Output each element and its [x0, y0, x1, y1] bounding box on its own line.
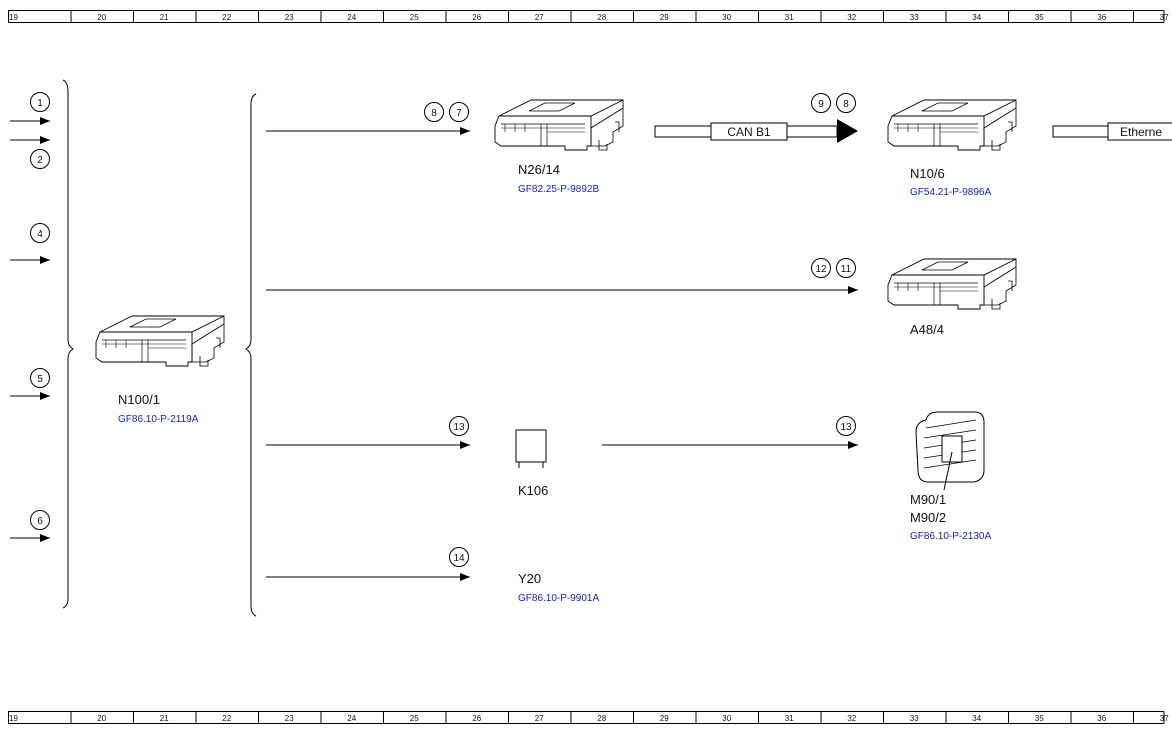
marker-14: 14 [449, 547, 469, 567]
input-arrows [10, 117, 50, 542]
ruler-bottom-label: 29 [660, 714, 669, 723]
ruler-bottom-label: 20 [97, 714, 106, 723]
svg-text:2: 2 [37, 155, 43, 166]
svg-text:12: 12 [815, 264, 827, 275]
marker-6: 6 [30, 510, 50, 530]
label-n10-6: N10/6 [910, 166, 945, 181]
ruler-bottom-label: 25 [410, 714, 419, 723]
label-k106: K106 [518, 483, 548, 498]
middle-brace [245, 93, 257, 617]
ecu-a48-4-icon [887, 258, 1017, 310]
ref-n100-1: GF86.10-P-2119A [118, 414, 199, 425]
ethernet-bus: Etherne [1052, 122, 1172, 141]
ruler-bottom-label: 36 [1097, 714, 1106, 723]
marker-11: 11 [836, 258, 856, 278]
marker-13a: 13 [449, 416, 469, 436]
label-m90-2: M90/2 [910, 510, 946, 525]
marker-8b: 8 [836, 93, 856, 113]
svg-text:8: 8 [843, 99, 849, 110]
svg-text:11: 11 [841, 264, 852, 275]
ref-n10-6: GF54.21-P-9896A [910, 187, 991, 198]
svg-text:6: 6 [37, 516, 43, 527]
ruler-top-label: 37 [1160, 13, 1169, 22]
marker-12: 12 [811, 258, 831, 278]
marker-7: 7 [449, 102, 469, 122]
label-m90-1: M90/1 [910, 492, 946, 507]
ruler-bottom-label: 23 [285, 714, 294, 723]
marker-2: 2 [30, 149, 50, 169]
ruler-top-label: 28 [597, 13, 606, 22]
can-b1-label: CAN B1 [727, 125, 771, 139]
left-brace [62, 79, 74, 609]
ruler-bottom-label: 26 [472, 714, 481, 723]
ruler-bottom-label: 28 [597, 714, 606, 723]
ruler-bottom-label: 22 [222, 714, 231, 723]
ruler-bottom-label: 30 [722, 714, 731, 723]
ruler-top-label: 33 [910, 13, 919, 22]
marker-5: 5 [30, 368, 50, 388]
ref-y20: GF86.10-P-9901A [518, 593, 599, 604]
ruler-top-label: 31 [785, 13, 794, 22]
ruler-bottom: 19 20 21 22 23 24 25 26 27 28 29 30 31 32 33 34 35 36 37 [8, 711, 1169, 724]
marker-13b: 13 [836, 416, 856, 436]
label-n26-14: N26/14 [518, 162, 560, 177]
svg-text:8: 8 [431, 108, 437, 119]
ruler-top-label: 24 [347, 13, 356, 22]
ruler-bottom-label: 19 [9, 714, 18, 723]
ruler-top-label: 35 [1035, 13, 1044, 22]
ecu-n26-14-icon [494, 99, 624, 151]
svg-text:13: 13 [840, 422, 852, 433]
ruler-top-label: 26 [472, 13, 481, 22]
svg-text:13: 13 [453, 422, 465, 433]
ref-m90: GF86.10-P-2130A [910, 531, 991, 542]
svg-text:7: 7 [456, 108, 462, 119]
svg-text:4: 4 [37, 229, 43, 240]
motor-m90-icon [915, 411, 985, 491]
ruler-bottom-label: 21 [160, 714, 169, 723]
ruler-top-label: 22 [222, 13, 231, 22]
ruler-top-label: 30 [722, 13, 731, 22]
svg-text:5: 5 [37, 374, 43, 385]
ruler-bottom-label: 31 [785, 714, 794, 723]
ruler-bottom-label: 27 [535, 714, 544, 723]
ruler-top-label: 29 [660, 13, 669, 22]
ruler-top-label: 20 [97, 13, 106, 22]
signal-arrows [266, 127, 858, 581]
ruler-top-label: 19 [9, 13, 18, 22]
ruler-bottom-label: 24 [347, 714, 356, 723]
can-b1-bus: CAN B1 [654, 119, 858, 143]
ruler-top-label: 21 [160, 13, 169, 22]
label-n100-1: N100/1 [118, 392, 160, 407]
ecu-n100-1-icon [95, 315, 225, 367]
svg-text:1: 1 [37, 98, 43, 109]
ethernet-label: Etherne [1120, 125, 1162, 139]
marker-8a: 8 [424, 102, 444, 122]
ruler-bottom-label: 33 [910, 714, 919, 723]
svg-text:9: 9 [818, 99, 824, 110]
ruler-top-label: 25 [410, 13, 419, 22]
ruler-top-label: 32 [847, 13, 856, 22]
signal-markers: 1 2 4 5 6 8 7 9 8 12 11 13 13 14 [30, 92, 856, 567]
ruler-bottom-label: 34 [972, 714, 981, 723]
ruler-bottom-label: 35 [1035, 714, 1044, 723]
label-y20: Y20 [518, 571, 541, 586]
svg-text:14: 14 [453, 553, 465, 564]
relay-k106-icon [515, 429, 547, 468]
label-a48-4: A48/4 [910, 322, 944, 337]
ecu-n10-6-icon [887, 99, 1017, 151]
ruler-top: 19 20 21 22 23 24 25 26 27 28 29 30 31 32 33 34 35 36 37 [8, 10, 1169, 23]
marker-9: 9 [811, 93, 831, 113]
ruler-top-label: 34 [972, 13, 981, 22]
ruler-bottom-label: 37 [1160, 714, 1169, 723]
marker-4: 4 [30, 223, 50, 243]
ruler-top-label: 36 [1097, 13, 1106, 22]
ruler-top-label: 27 [535, 13, 544, 22]
ruler-bottom-label: 32 [847, 714, 856, 723]
ref-n26-14: GF82.25-P-9892B [518, 184, 599, 195]
marker-1: 1 [30, 92, 50, 112]
ruler-top-label: 23 [285, 13, 294, 22]
